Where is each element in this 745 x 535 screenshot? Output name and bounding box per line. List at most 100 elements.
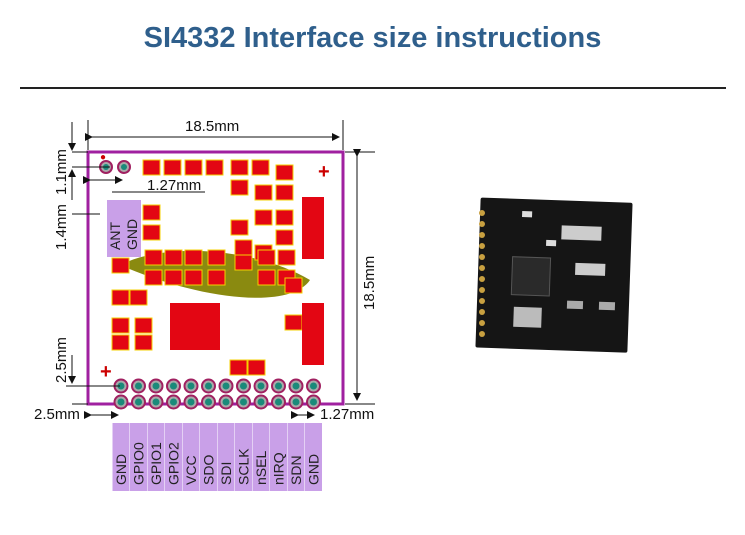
pin-label-bg xyxy=(200,423,217,491)
module-photo xyxy=(475,197,633,353)
dim-top-offset: 1.1mm xyxy=(53,149,70,195)
pin-label-bg xyxy=(112,423,130,491)
pin-label-gnd: GND xyxy=(113,454,129,485)
pin-label-bg xyxy=(287,423,305,491)
smd-pad xyxy=(142,224,161,241)
pin-label-bg xyxy=(182,423,200,491)
pin-label-gpio1: GPIO1 xyxy=(148,442,164,485)
pin-label-gnd-top: GND xyxy=(124,219,140,250)
smd-pad xyxy=(111,257,130,274)
dim-left-offset: 2.5mm xyxy=(34,406,80,423)
pin1-dot: ● xyxy=(100,152,106,163)
chip-pad xyxy=(170,303,220,350)
pin-label-nirq: nIRQ xyxy=(271,452,287,485)
smd-pad xyxy=(275,184,294,201)
smd-pad xyxy=(144,269,163,286)
smd-pad xyxy=(257,249,276,266)
pin-label-bg xyxy=(217,423,235,491)
pads xyxy=(111,159,303,376)
smd-pad xyxy=(257,269,276,286)
dim-ant-offset: 1.4mm xyxy=(53,204,70,250)
smd-pad xyxy=(230,219,249,236)
plus-mark: + xyxy=(318,161,330,183)
pin-label-nsel: nSEL xyxy=(253,451,269,485)
smd-pad xyxy=(142,159,161,176)
large-pad-1 xyxy=(302,197,324,259)
dim-height: 18.5mm xyxy=(361,256,378,310)
pin-label-sdi: SDI xyxy=(218,462,234,485)
pin-label-bg xyxy=(147,423,165,491)
smd-pad xyxy=(205,159,224,176)
smd-pad xyxy=(234,254,253,271)
smd-pad xyxy=(144,249,163,266)
pin-label-bg xyxy=(252,423,270,491)
smd-pad xyxy=(251,159,270,176)
pin-label-gnd: GND xyxy=(306,454,322,485)
photo-pin xyxy=(479,210,485,216)
pin-label-sclk: SCLK xyxy=(236,448,252,485)
photo-pin xyxy=(479,276,485,282)
pin-label-sdo: SDO xyxy=(201,455,217,485)
photo-pin xyxy=(479,331,485,337)
smd-pad xyxy=(184,159,203,176)
photo-pin xyxy=(479,320,485,326)
pin-label-bg xyxy=(235,423,252,491)
smd-pad xyxy=(284,277,303,294)
smd-pad xyxy=(184,249,203,266)
gnd-label-bg xyxy=(124,200,141,257)
pin-label-bg xyxy=(270,423,287,491)
photo-pin xyxy=(479,298,485,304)
photo-pin xyxy=(479,254,485,260)
pin-label-gpio2: GPIO2 xyxy=(166,442,182,485)
smd-pad xyxy=(230,179,249,196)
dim-bottom-offset: 2.5mm xyxy=(53,337,70,383)
smd-pad xyxy=(275,229,294,246)
photo-pin xyxy=(479,309,485,315)
pin-label-vcc: VCC xyxy=(183,455,199,485)
smd-pad xyxy=(134,334,153,351)
smd-pad xyxy=(275,209,294,226)
dim-pin-pitch: 1.27mm xyxy=(320,406,374,423)
pin-label-bg xyxy=(130,423,147,491)
dim-width: 18.5mm xyxy=(185,118,239,135)
dim-ant-pitch: 1.27mm xyxy=(147,177,201,194)
smd-pad xyxy=(275,164,294,181)
smd-pad xyxy=(164,249,183,266)
pin-label-ant: ANT xyxy=(107,222,123,250)
smd-pad xyxy=(111,317,130,334)
pin-label-gpio0: GPIO0 xyxy=(131,442,147,485)
smd-pad xyxy=(129,289,148,306)
pin-label-bg xyxy=(305,423,322,491)
smd-pad xyxy=(230,159,249,176)
smd-pad xyxy=(134,317,153,334)
divider xyxy=(20,87,726,89)
smd-pad xyxy=(229,359,248,376)
smd-pad xyxy=(277,249,296,266)
smd-pad xyxy=(111,334,130,351)
smd-pad xyxy=(164,269,183,286)
pin-label-sdn: SDN xyxy=(288,455,304,485)
smd-pad xyxy=(234,239,253,256)
smd-pad xyxy=(247,359,266,376)
smd-pad xyxy=(254,184,273,201)
smd-pad xyxy=(142,204,161,221)
header-pins xyxy=(113,378,321,410)
page-title: SI4332 Interface size instructions xyxy=(143,22,602,54)
large-pad-2 xyxy=(302,303,324,365)
pin-label-bg xyxy=(165,423,182,491)
module-photo-pins xyxy=(479,210,485,337)
plus-mark: + xyxy=(100,361,112,383)
ant-label-bg xyxy=(107,200,124,257)
smd-pad xyxy=(207,269,226,286)
photo-pin xyxy=(479,243,485,249)
smd-pad xyxy=(254,209,273,226)
smd-pad xyxy=(111,289,130,306)
smd-pad xyxy=(184,269,203,286)
smd-pad xyxy=(163,159,182,176)
photo-pin xyxy=(479,265,485,271)
smd-pad xyxy=(207,249,226,266)
photo-pin xyxy=(479,232,485,238)
photo-pin xyxy=(479,287,485,293)
smd-pad xyxy=(284,314,303,331)
